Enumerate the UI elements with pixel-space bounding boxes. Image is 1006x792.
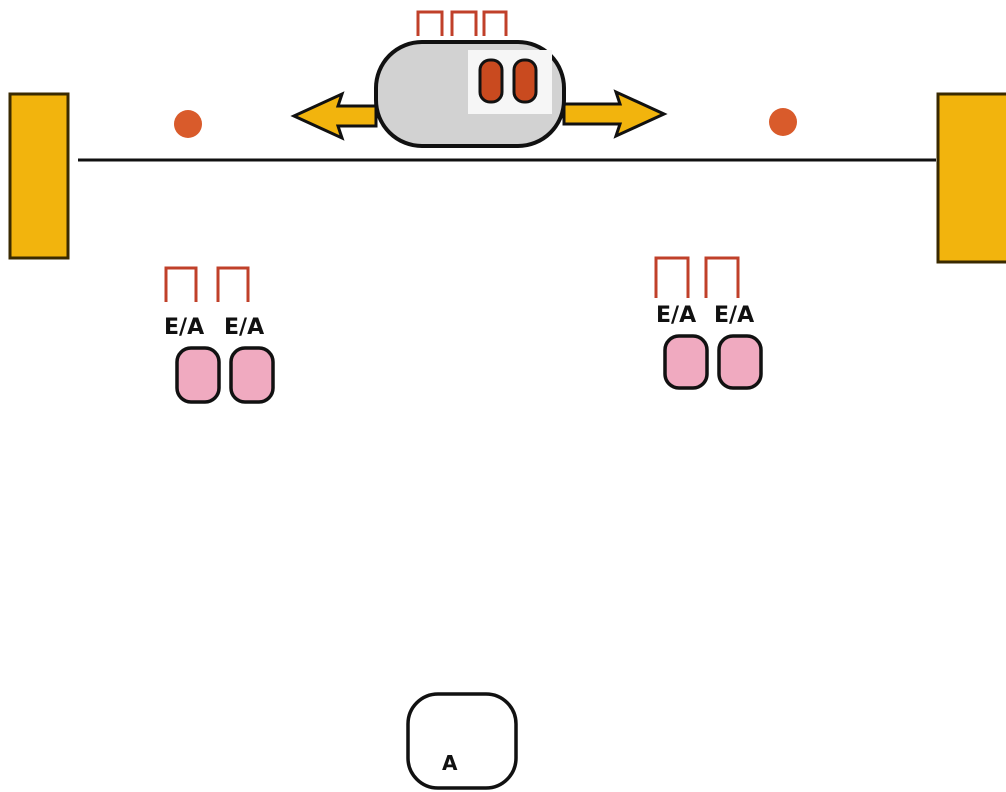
marker-dot-right xyxy=(769,108,797,136)
bracket-mark xyxy=(704,256,740,298)
ea-label: E/A xyxy=(714,303,754,328)
arrow-right-icon xyxy=(562,89,668,139)
vehicle-seat xyxy=(478,58,504,104)
arrow-left-icon xyxy=(290,91,378,141)
vehicle-seat xyxy=(512,58,538,104)
left-post xyxy=(8,92,70,260)
bracket-mark xyxy=(164,266,198,302)
ea-label: E/A xyxy=(656,303,696,328)
seat xyxy=(229,346,275,404)
seat xyxy=(175,346,221,404)
bracket-mark xyxy=(416,10,444,36)
station-a-label: A xyxy=(442,751,458,775)
bracket-mark xyxy=(654,256,690,298)
ea-label: E/A xyxy=(224,315,264,340)
seat xyxy=(717,334,763,390)
station-a-box xyxy=(406,692,518,790)
vehicle xyxy=(374,40,566,148)
bracket-mark xyxy=(216,266,250,302)
right-post xyxy=(936,92,1006,264)
bracket-mark xyxy=(482,10,508,36)
bracket-mark xyxy=(450,10,478,36)
marker-dot-left xyxy=(174,110,202,138)
seat xyxy=(663,334,709,390)
ea-label: E/A xyxy=(164,315,204,340)
